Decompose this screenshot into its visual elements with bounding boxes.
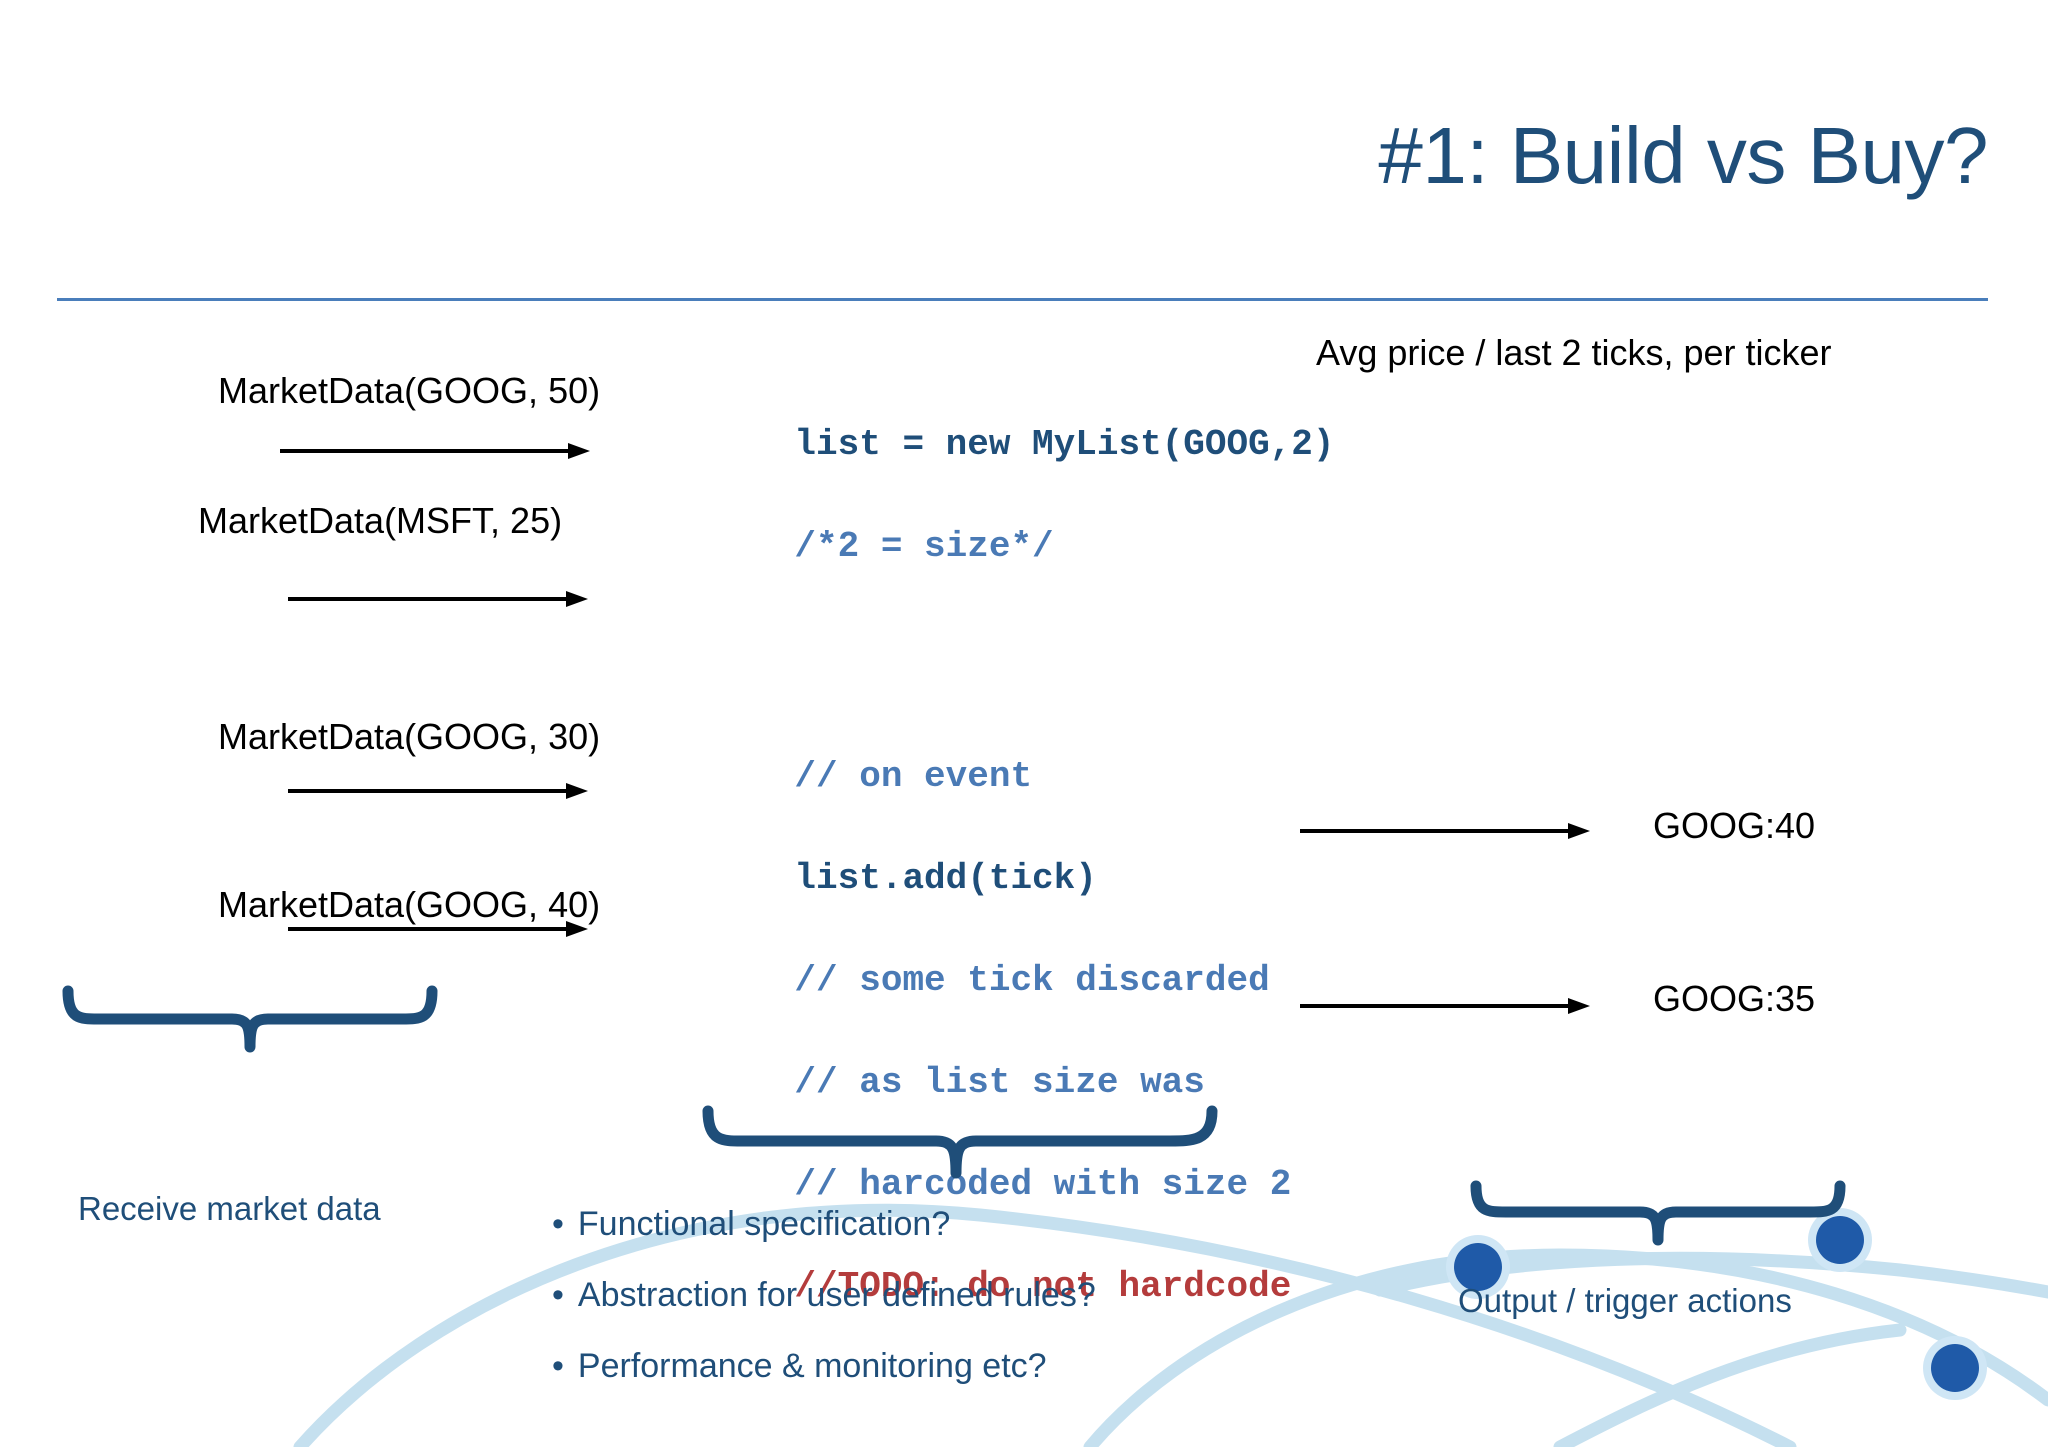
bullet-dot-icon: • xyxy=(552,1347,564,1385)
code-line-5: list.add(tick) xyxy=(794,858,1097,899)
code-line-9: //TODO: do not hardcode xyxy=(794,1266,1292,1307)
output-trigger-actions-caption: Output / trigger actions xyxy=(1458,1282,1792,1319)
list-item: • Functional specification? xyxy=(552,1205,1096,1244)
questions-list: • Functional specification? • Abstraction … xyxy=(552,1205,1096,1418)
input-arrow-3 xyxy=(288,783,588,799)
bullet-dot-icon: • xyxy=(552,1205,564,1243)
list-item: • Abstraction for user defined rules? xyxy=(552,1276,1096,1315)
code-line-1: list = new MyList(GOOG,2) xyxy=(794,424,1335,465)
output-arrow-1 xyxy=(1300,823,1590,839)
list-item: • Performance & monitoring etc? xyxy=(552,1347,1096,1386)
receive-market-data-caption: Receive market data xyxy=(78,1190,381,1227)
code-line-4: // on event xyxy=(794,756,1033,797)
output-arrow-2 xyxy=(1300,998,1590,1014)
title-divider xyxy=(57,298,1988,301)
market-data-event-1: MarketData(GOOG, 50) xyxy=(218,370,601,411)
input-group-brace xyxy=(62,985,438,1053)
avg-price-note: Avg price / last 2 ticks, per ticker xyxy=(1316,332,1832,373)
output-result-1: GOOG:40 xyxy=(1653,805,1816,846)
code-line-8: // harcoded with size 2 xyxy=(794,1164,1292,1205)
market-data-event-2: MarketData(MSFT, 25) xyxy=(198,500,563,541)
output-result-2: GOOG:35 xyxy=(1653,978,1816,1019)
list-item-label: Performance & monitoring etc? xyxy=(577,1347,1047,1385)
input-arrow-1 xyxy=(280,443,590,459)
page-title: #1: Build vs Buy? xyxy=(1378,111,1988,200)
list-item-label: Functional specification? xyxy=(577,1205,951,1243)
market-data-event-4: MarketData(GOOG, 40) xyxy=(218,884,601,925)
code-line-6: // some tick discarded xyxy=(794,960,1270,1001)
code-line-7: // as list size was xyxy=(794,1062,1205,1103)
list-item-label: Abstraction for user defined rules? xyxy=(577,1276,1096,1314)
code-line-2: /*2 = size*/ xyxy=(794,526,1054,567)
input-arrow-4 xyxy=(288,921,588,937)
output-group-brace xyxy=(1470,1180,1846,1246)
bullet-dot-icon: • xyxy=(552,1276,564,1314)
code-block: list = new MyList(GOOG,2) /*2 = size*/ /… xyxy=(708,368,1335,1447)
input-arrow-2 xyxy=(288,591,588,607)
code-line-3-blank xyxy=(708,674,1335,700)
code-group-brace xyxy=(702,1105,1218,1179)
market-data-event-3: MarketData(GOOG, 30) xyxy=(218,716,601,757)
